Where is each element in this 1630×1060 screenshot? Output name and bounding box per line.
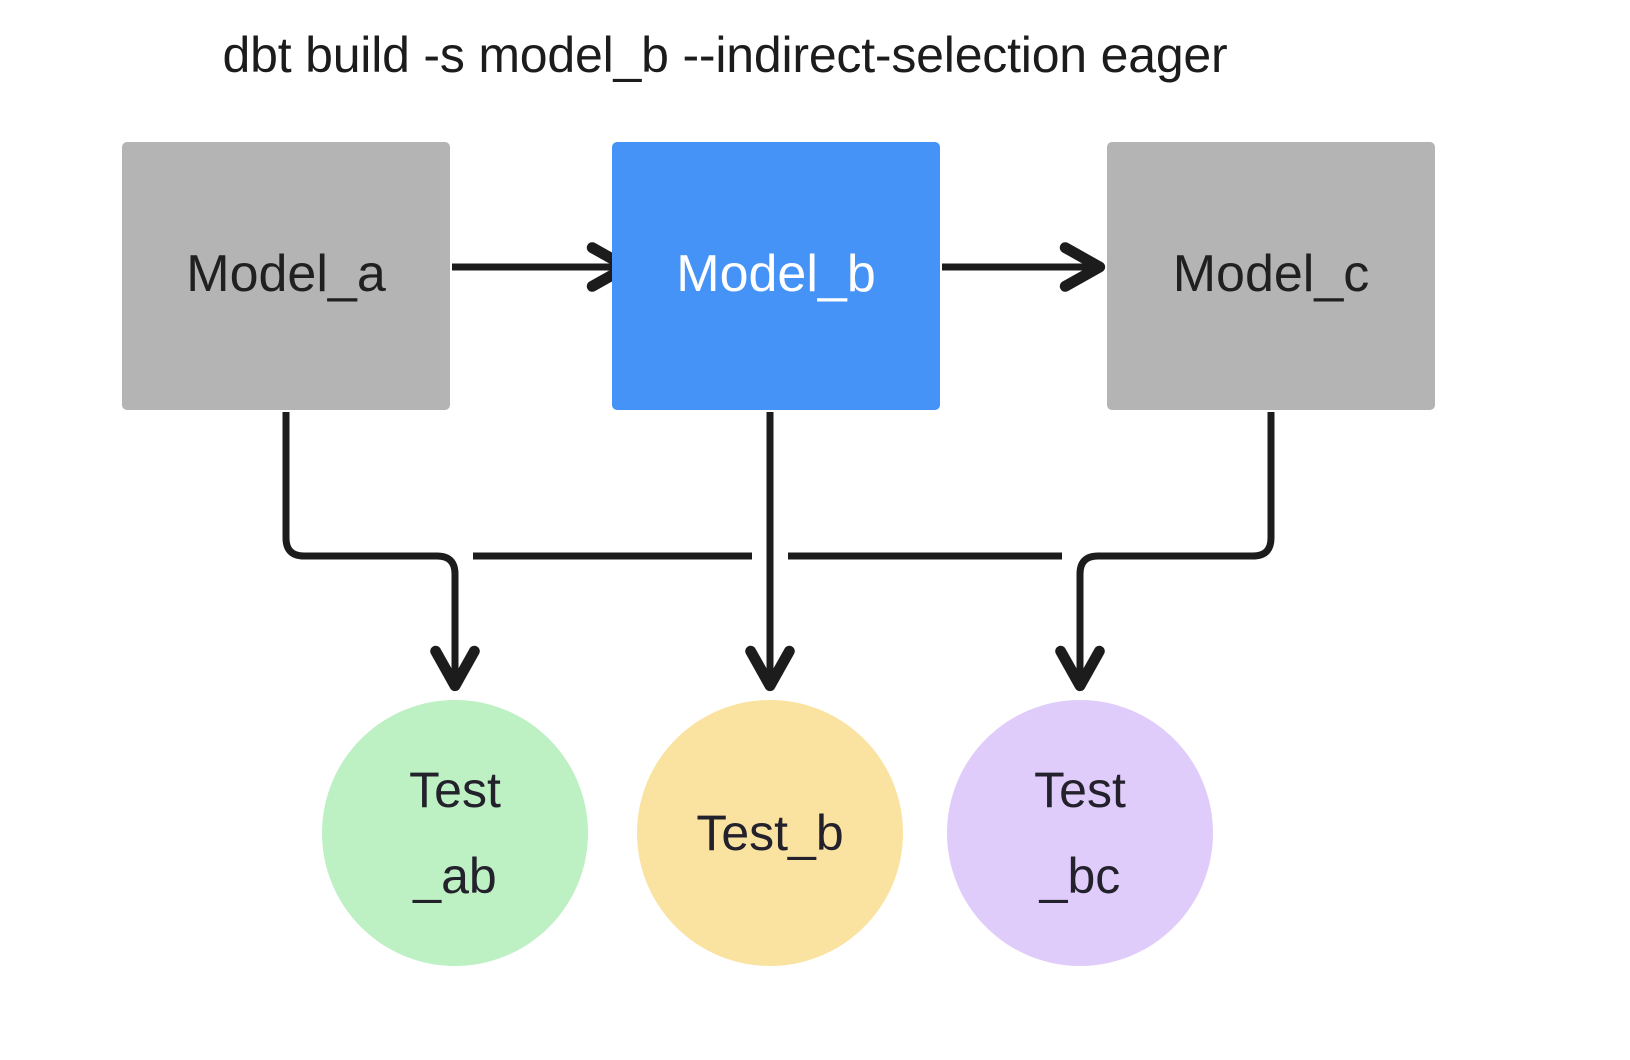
test-node-test-ab[interactable]: Test _ab <box>322 700 588 966</box>
model-node-model-b[interactable]: Model_b <box>612 142 940 410</box>
model-node-model-a[interactable]: Model_a <box>122 142 450 410</box>
model-node-label: Model_c <box>1172 245 1370 303</box>
page-title: dbt build -s model_b --indirect-selectio… <box>222 27 1228 83</box>
model-node-label: Model_a <box>186 245 386 303</box>
test-node-label: Test_b <box>696 805 844 861</box>
test-node-test-b[interactable]: Test_b <box>637 700 903 966</box>
test-node-test-bc[interactable]: Test _bc <box>947 700 1213 966</box>
model-node-model-c[interactable]: Model_c <box>1107 142 1435 410</box>
edge-model-a-to-test-ab <box>282 412 480 692</box>
test-node-label: Test _ab <box>409 762 501 904</box>
model-node-label: Model_b <box>676 245 876 303</box>
edge-model-c-to-test-bc <box>1055 412 1275 692</box>
test-node-label: Test _bc <box>1034 762 1126 904</box>
